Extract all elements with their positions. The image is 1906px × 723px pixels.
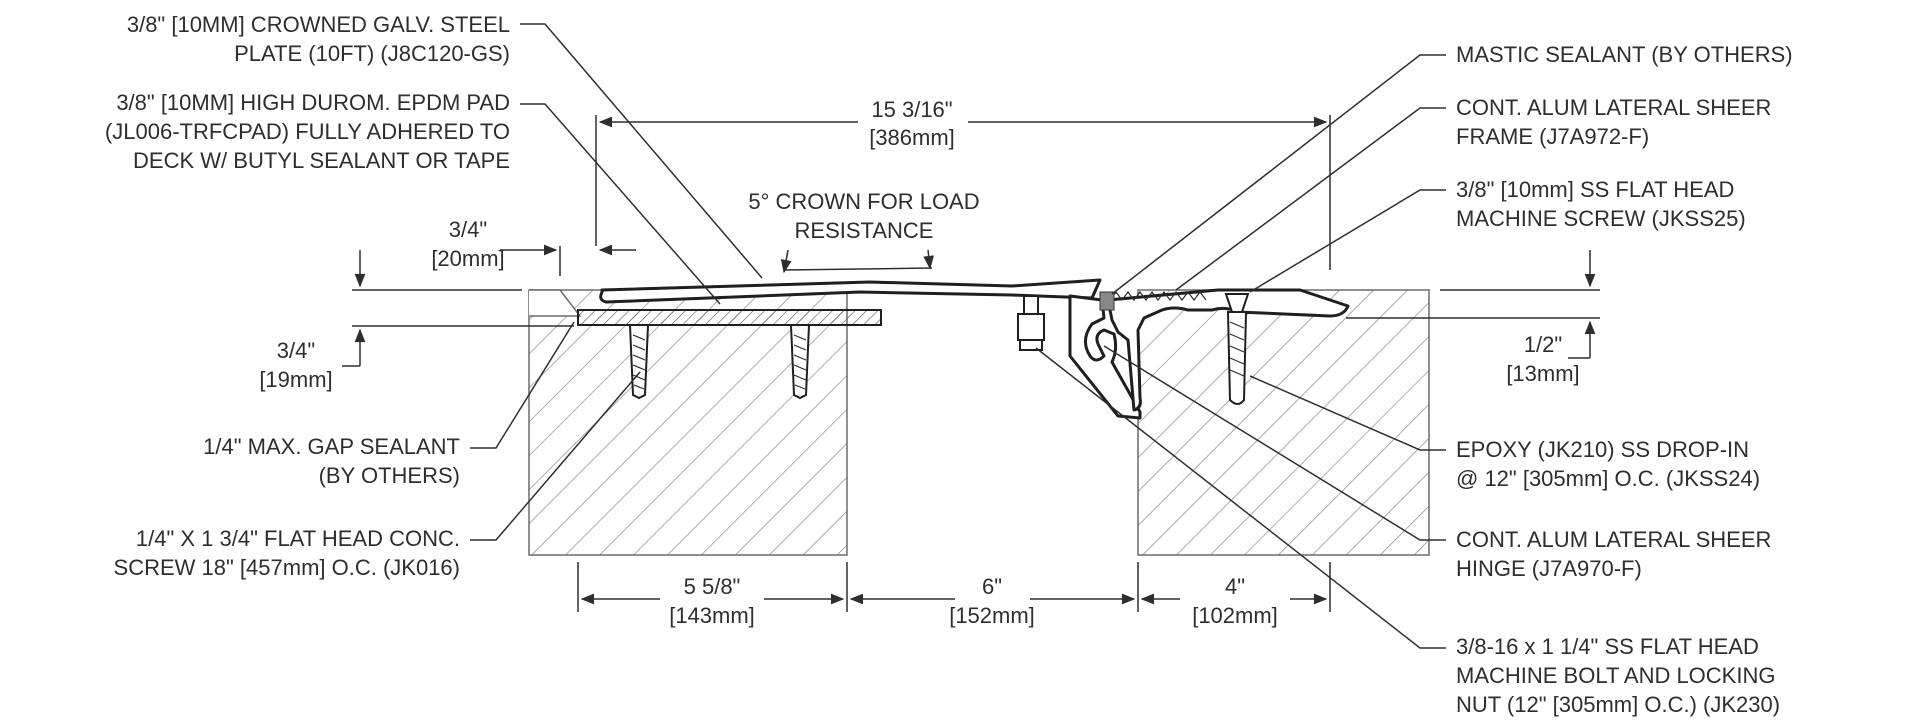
frame-serrations: [1109, 291, 1207, 301]
dim-lb-line2: [143mm]: [669, 603, 755, 628]
mastic-sealant: [1099, 291, 1115, 311]
label-conc-screw: 1/4" X 1 3/4" FLAT HEAD CONC. SCREW 18" …: [114, 371, 641, 580]
crown-reference-line: [783, 267, 933, 271]
svg-text:(JL006-TRFCPAD) FULLY ADHERED: (JL006-TRFCPAD) FULLY ADHERED TO: [105, 119, 510, 144]
lateral-sheer-frame: [1106, 288, 1350, 412]
label-bolt: 3/8-16 x 1 1/4" SS FLAT HEAD MACHINE BOL…: [1035, 347, 1780, 717]
svg-text:RESISTANCE: RESISTANCE: [795, 218, 934, 243]
svg-text:3/8-16 x 1 1/4" SS FLAT HEAD: 3/8-16 x 1 1/4" SS FLAT HEAD: [1456, 634, 1759, 659]
svg-text:@ 12" [305mm] O.C. (JKSS24): @ 12" [305mm] O.C. (JKSS24): [1456, 466, 1760, 491]
svg-text:3/8" [10MM] CROWNED GALV. STEE: 3/8" [10MM] CROWNED GALV. STEEL: [127, 12, 510, 37]
svg-text:PLATE (10FT) (J8C120-GS): PLATE (10FT) (J8C120-GS): [234, 41, 510, 66]
svg-text:EPOXY (JK210) SS DROP-IN: EPOXY (JK210) SS DROP-IN: [1456, 437, 1749, 462]
right-concrete-deck: [1137, 289, 1430, 556]
dim-overall-line2: [386mm]: [869, 125, 955, 150]
label-epoxy: EPOXY (JK210) SS DROP-IN @ 12" [305mm] O…: [1249, 375, 1760, 491]
svg-text:MACHINE BOLT AND LOCKING: MACHINE BOLT AND LOCKING: [1456, 663, 1775, 688]
dim-gap-line2: [152mm]: [949, 603, 1035, 628]
label-hinge: CONT. ALUM LATERAL SHEER HINGE (J7A970-F…: [1103, 345, 1771, 581]
svg-text:1/4" X 1 3/4" FLAT HEAD CONC.: 1/4" X 1 3/4" FLAT HEAD CONC.: [136, 526, 460, 551]
label-gap-sealant: 1/4" MAX. GAP SEALANT (BY OTHERS): [203, 321, 575, 488]
dim-overall-line1: 15 3/16": [871, 97, 952, 122]
dim-gap-line1: 6": [982, 574, 1002, 599]
dim-rb-line1: 4": [1225, 574, 1245, 599]
svg-text:NUT (12" [305mm] O.C.) (JK230): NUT (12" [305mm] O.C.) (JK230): [1456, 692, 1780, 717]
label-epdm-pad: 3/8" [10MM] HIGH DUROM. EPDM PAD (JL006-…: [105, 90, 721, 305]
label-steel-plate: 3/8" [10MM] CROWNED GALV. STEEL PLATE (1…: [127, 12, 763, 279]
machine-bolt: [1017, 295, 1045, 351]
svg-text:MACHINE SCREW (JKSS25): MACHINE SCREW (JKSS25): [1456, 206, 1746, 231]
label-mastic: MASTIC SEALANT (BY OTHERS): [1111, 42, 1793, 295]
dim-rh-line2: [13mm]: [1506, 361, 1579, 386]
deck-chamfer: [529, 289, 582, 317]
dim-lh-line2: [19mm]: [259, 367, 332, 392]
svg-text:HINGE (J7A970-F): HINGE (J7A970-F): [1456, 556, 1642, 581]
svg-text:CONT. ALUM LATERAL SHEER: CONT. ALUM LATERAL SHEER: [1456, 95, 1771, 120]
crowned-steel-plate: [599, 278, 1102, 304]
svg-text:CONT. ALUM LATERAL SHEER: CONT. ALUM LATERAL SHEER: [1456, 527, 1771, 552]
dim-tl-line2: [20mm]: [431, 246, 504, 271]
label-ss-screw: 3/8" [10mm] SS FLAT HEAD MACHINE SCREW (…: [1249, 177, 1746, 293]
crown-arrow-right: [923, 249, 935, 270]
conc-screw-1: [628, 324, 650, 400]
dim-tl-line1: 3/4": [449, 217, 487, 242]
conc-screw-2: [789, 324, 811, 400]
svg-text:MASTIC SEALANT (BY OTHERS): MASTIC SEALANT (BY OTHERS): [1456, 42, 1793, 67]
svg-text:3/8" [10mm] SS FLAT HEAD: 3/8" [10mm] SS FLAT HEAD: [1456, 177, 1734, 202]
ss-flat-head-screw: [1224, 293, 1250, 405]
lateral-sheer-hinge: [1068, 294, 1142, 420]
dim-rh-line1: 1/2": [1524, 332, 1562, 357]
epdm-pad: [577, 309, 882, 326]
svg-text:FRAME (J7A972-F): FRAME (J7A972-F): [1456, 124, 1649, 149]
label-crown: 5° CROWN FOR LOAD RESISTANCE: [748, 189, 979, 243]
svg-text:(BY OTHERS): (BY OTHERS): [319, 463, 460, 488]
svg-text:5° CROWN FOR LOAD: 5° CROWN FOR LOAD: [748, 189, 979, 214]
label-frame: CONT. ALUM LATERAL SHEER FRAME (J7A972-F…: [1175, 95, 1771, 291]
svg-text:DECK W/ BUTYL SEALANT OR TAPE: DECK W/ BUTYL SEALANT OR TAPE: [133, 148, 510, 173]
svg-text:3/8" [10MM] HIGH DUROM. EPDM P: 3/8" [10MM] HIGH DUROM. EPDM PAD: [116, 90, 510, 115]
svg-text:1/4" MAX. GAP SEALANT: 1/4" MAX. GAP SEALANT: [203, 434, 460, 459]
dim-rb-line2: [102mm]: [1192, 603, 1278, 628]
dim-lb-line1: 5 5/8": [684, 574, 741, 599]
dim-lh-line1: 3/4": [277, 338, 315, 363]
svg-text:SCREW 18" [457mm] O.C. (JK016): SCREW 18" [457mm] O.C. (JK016): [114, 555, 460, 580]
crown-arrow-left: [780, 249, 792, 274]
